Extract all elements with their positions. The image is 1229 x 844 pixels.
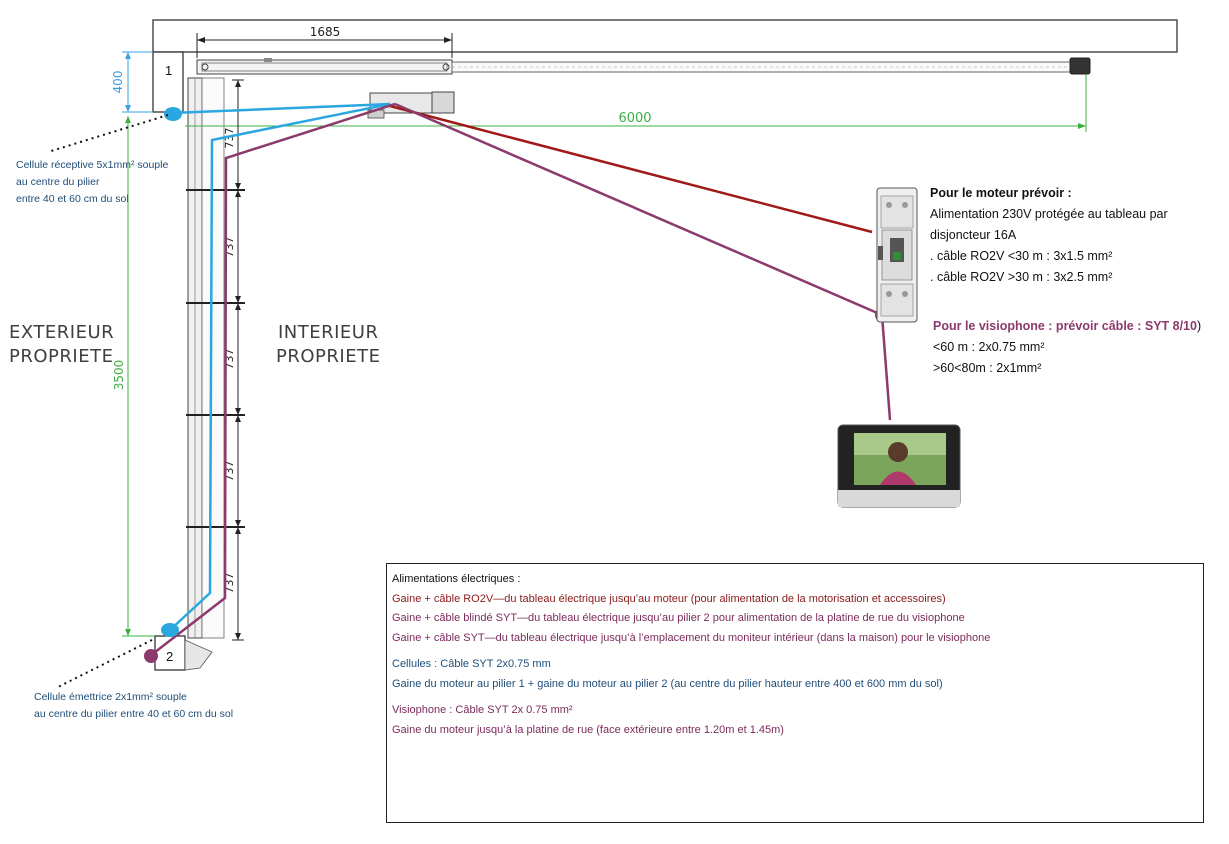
motor-note-title: Pour le moteur prévoir : (930, 186, 1072, 200)
receiver-leader (47, 114, 169, 153)
pillar-2 (154, 635, 213, 671)
panel-1-dimension: 737 (223, 128, 236, 149)
cell-receiver-marker (164, 107, 182, 121)
motor-note-line-2: disjoncteur 16A (930, 228, 1017, 242)
visio-note-title: Pour le visiophone : prévoir câble : SYT… (933, 319, 1197, 333)
cell-receiver-line-3: entre 40 et 60 cm du sol (16, 193, 129, 205)
street-plate-marker (144, 649, 158, 663)
cable-purple-visio-street (149, 102, 396, 657)
motor-note-line-4: . câble RO2V >30 m : 3x2.5 mm² (930, 270, 1113, 284)
legend-cells-heading: Cellules : Câble SYT 2x0.75 mm (392, 658, 551, 670)
legend-visio-line: Gaine du moteur jusqu’à la platine de ru… (392, 723, 784, 736)
exterior-line-1: EXTERIEUR (9, 322, 115, 343)
cable-blue-cell-1 (171, 102, 391, 115)
cable-purple-monitor (880, 314, 892, 421)
interior-line-1: INTERIEUR (277, 322, 379, 343)
dimension-6000 (185, 74, 1087, 132)
motor-note-line-1: Alimentation 230V protégée au tableau pa… (930, 207, 1168, 221)
dimension-3500-label: 3500 (112, 360, 126, 391)
legend-box: Alimentations électriques : Gaine + câbl… (386, 563, 1204, 823)
exterior-line-2: PROPRIETE (9, 346, 114, 367)
pillar-2-label: 2 (166, 649, 173, 664)
motor-note-line-3: . câble RO2V <30 m : 3x1.5 mm² (930, 249, 1113, 263)
gate-leaf (186, 77, 245, 639)
dimension-400-label: 400 (111, 71, 125, 94)
legend-visio-heading: Visiophone : Câble SYT 2x 0.75 mm² (392, 704, 573, 716)
legend-red-line: Gaine + câble RO2V—du tableau électrique… (392, 592, 946, 605)
interior-zone-label: INTERIEUR PROPRIETE (276, 321, 380, 369)
exterior-zone-label: EXTERIEUR PROPRIETE (9, 321, 114, 369)
pillar-1 (152, 51, 184, 113)
interior-line-2: PROPRIETE (276, 346, 381, 367)
top-wall (152, 19, 1178, 53)
gate-rail (196, 57, 1091, 75)
dimension-6000-label: 6000 (618, 111, 651, 126)
visio-note-line-1: <60 m : 2x0.75 mm² (933, 340, 1045, 354)
legend-purple-line-1: Gaine + câble blindé SYT—du tableau élec… (392, 612, 965, 624)
cell-receiver-note: Cellule réceptive 5x1mm² souple au centr… (16, 157, 168, 208)
motor-unit (367, 91, 455, 119)
visio-note-title-end: ) (1196, 319, 1202, 333)
cable-blue-cell-2 (169, 102, 391, 631)
motor-note: Pour le moteur prévoir : Alimentation 23… (930, 183, 1168, 288)
cell-emitter-line-1: Cellule émettrice 2x1mm² souple (34, 691, 187, 703)
visio-note: Pour le visiophone : prévoir câble : SYT… (933, 316, 1201, 379)
legend-heading: Alimentations électriques : (392, 573, 521, 585)
panel-dimension-line (232, 79, 244, 641)
cable-red-ro2v (389, 104, 873, 234)
legend-purple-line-2: Gaine + câble SYT—du tableau électrique … (392, 631, 991, 644)
cell-receiver-line-1: Cellule réceptive 5x1mm² souple (16, 159, 169, 171)
cell-emitter-marker (161, 623, 179, 637)
pillar-1-label: 1 (165, 63, 172, 78)
legend-cells-line: Gaine du moteur au pilier 1 + gaine du m… (392, 677, 943, 690)
video-monitor-icon (837, 424, 961, 508)
dimension-400 (122, 51, 153, 113)
dimension-3500 (122, 116, 155, 637)
cell-emitter-note: Cellule émettrice 2x1mm² souple au centr… (34, 689, 233, 723)
cell-emitter-line-2: au centre du pilier entre 40 et 60 cm du… (34, 708, 234, 720)
circuit-breaker-icon (876, 187, 918, 323)
dimension-1685 (196, 33, 453, 58)
dimension-1685-label: 1685 (310, 25, 341, 39)
emitter-leader (57, 639, 153, 688)
visio-note-line-2: >60<80m : 2x1mm² (933, 361, 1042, 375)
cell-receiver-line-2: au centre du pilier (16, 176, 100, 188)
cable-purple-breaker (394, 102, 883, 317)
